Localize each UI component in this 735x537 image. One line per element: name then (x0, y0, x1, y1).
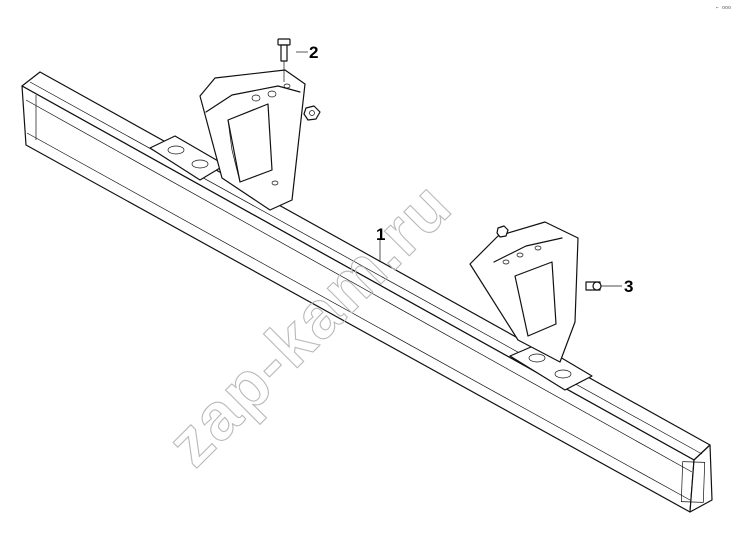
bolt-2 (277, 38, 291, 82)
nut-right (496, 225, 509, 238)
bolt-3 (585, 281, 602, 291)
left-bracket (149, 69, 306, 211)
corner-code: ⌐ ооо (716, 5, 731, 11)
callout-2: 2 (309, 43, 318, 62)
nut-left (303, 105, 321, 121)
callout-3: 3 (624, 277, 633, 296)
right-bracket (469, 221, 593, 391)
callout-1: 1 (376, 225, 385, 244)
leader-lines (296, 51, 622, 287)
